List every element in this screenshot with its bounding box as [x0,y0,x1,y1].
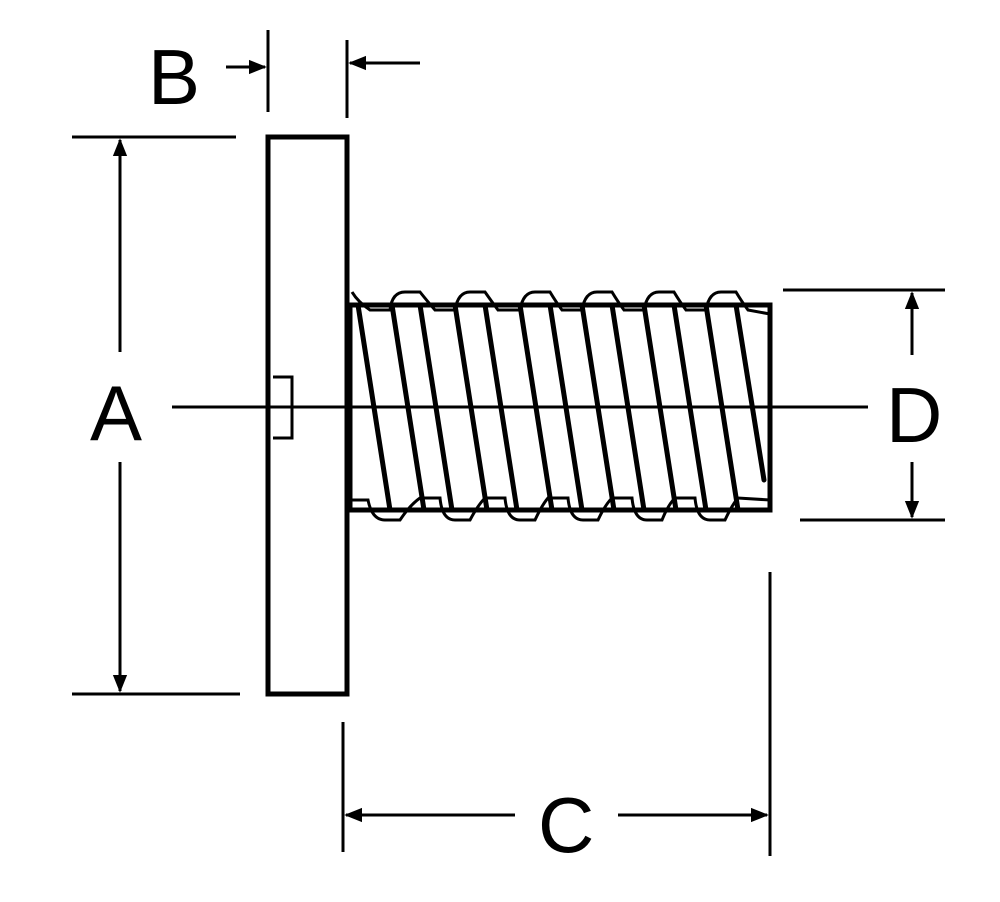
label-d: D [886,371,942,459]
label-c: C [538,781,594,869]
dimension-b [226,30,420,118]
label-b: B [148,33,200,121]
screw-head [265,134,350,697]
dimension-d [783,288,945,522]
dimension-a [72,135,240,696]
label-a: A [90,369,142,457]
dimension-c [341,572,772,856]
